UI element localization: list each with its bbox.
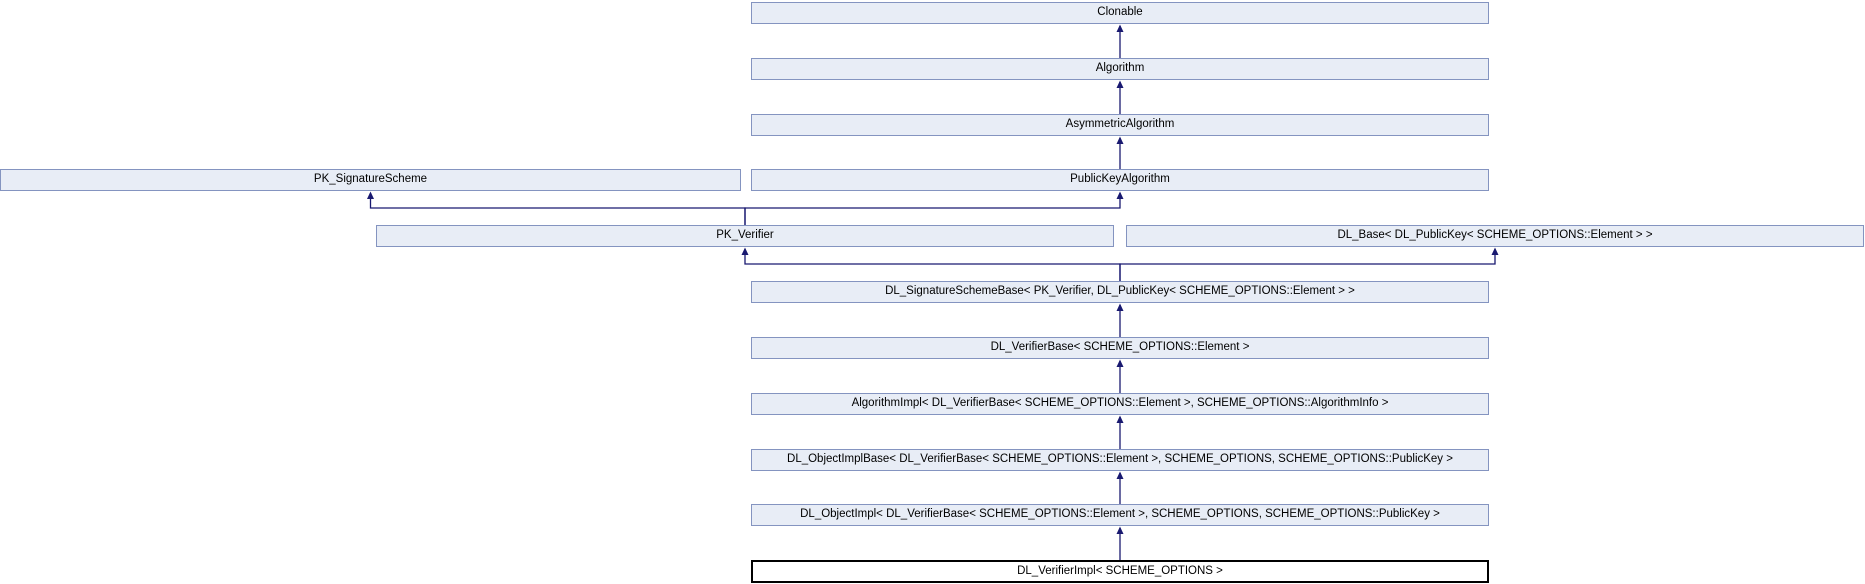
class-node-label: DL_VerifierImpl< SCHEME_OPTIONS >: [1017, 564, 1223, 577]
class-node-label: Clonable: [1097, 6, 1143, 19]
arrowhead-icon: [1116, 136, 1124, 144]
class-node-dl-base[interactable]: DL_Base< DL_PublicKey< SCHEME_OPTIONS::E…: [1126, 225, 1864, 247]
arrowhead-icon: [1116, 191, 1124, 199]
class-node-label: DL_ObjectImpl< DL_VerifierBase< SCHEME_O…: [800, 508, 1440, 521]
class-node-dl-signature-scheme-base[interactable]: DL_SignatureSchemeBase< PK_Verifier, DL_…: [751, 281, 1489, 303]
class-node-asymmetric-algorithm[interactable]: AsymmetricAlgorithm: [751, 114, 1489, 136]
class-node-label: DL_SignatureSchemeBase< PK_Verifier, DL_…: [885, 285, 1355, 298]
class-node-label: PublicKeyAlgorithm: [1070, 173, 1170, 186]
arrowhead-icon: [1116, 24, 1124, 32]
arrowhead-icon: [1116, 80, 1124, 88]
class-node-label: DL_VerifierBase< SCHEME_OPTIONS::Element…: [990, 341, 1250, 354]
arrowhead-icon: [1116, 303, 1124, 311]
class-node-label: Algorithm: [1095, 62, 1145, 75]
class-node-clonable[interactable]: Clonable: [751, 2, 1489, 24]
class-node-dl-verifier-base[interactable]: DL_VerifierBase< SCHEME_OPTIONS::Element…: [751, 337, 1489, 359]
arrowhead-icon: [1116, 415, 1124, 423]
class-node-algorithm[interactable]: Algorithm: [751, 58, 1489, 80]
class-node-pk-signature-scheme[interactable]: PK_SignatureScheme: [0, 169, 741, 191]
arrowhead-icon: [1116, 471, 1124, 479]
class-node-label: AlgorithmImpl< DL_VerifierBase< SCHEME_O…: [851, 397, 1389, 410]
class-node-label: PK_Verifier: [716, 229, 774, 242]
inheritance-edge-dl-signature-scheme-base-to-dl-base: [1119, 249, 1496, 281]
class-node-public-key-algorithm[interactable]: PublicKeyAlgorithm: [751, 169, 1489, 191]
arrowhead-icon: [1491, 247, 1499, 255]
class-node-pk-verifier[interactable]: PK_Verifier: [376, 225, 1114, 247]
class-node-label: DL_Base< DL_PublicKey< SCHEME_OPTIONS::E…: [1337, 229, 1653, 242]
arrowhead-icon: [367, 191, 374, 199]
class-node-label: DL_ObjectImplBase< DL_VerifierBase< SCHE…: [787, 453, 1453, 466]
arrowhead-icon: [1116, 526, 1124, 534]
inheritance-edge-pk-verifier-to-pk-signature-scheme: [369, 193, 746, 225]
arrowhead-icon: [741, 247, 749, 255]
class-node-dl-verifier-impl: DL_VerifierImpl< SCHEME_OPTIONS >: [751, 560, 1489, 583]
arrowhead-icon: [1116, 359, 1124, 367]
class-node-dl-object-impl-base[interactable]: DL_ObjectImplBase< DL_VerifierBase< SCHE…: [751, 449, 1489, 471]
inheritance-edge-dl-signature-scheme-base-to-pk-verifier: [744, 249, 1121, 281]
class-node-algorithm-impl[interactable]: AlgorithmImpl< DL_VerifierBase< SCHEME_O…: [751, 393, 1489, 415]
class-node-label: PK_SignatureScheme: [313, 173, 428, 186]
class-node-label: AsymmetricAlgorithm: [1065, 118, 1175, 131]
inheritance-edge-pk-verifier-to-public-key-algorithm: [744, 193, 1121, 225]
class-node-dl-object-impl[interactable]: DL_ObjectImpl< DL_VerifierBase< SCHEME_O…: [751, 504, 1489, 526]
